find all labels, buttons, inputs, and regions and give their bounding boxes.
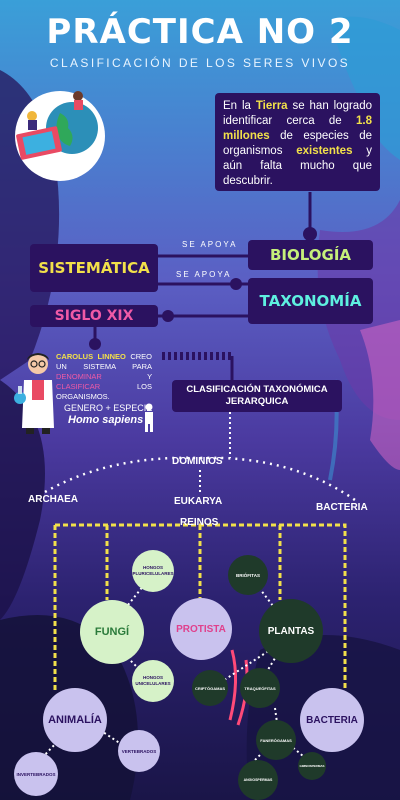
animalia-circle: ANIMALÍA: [43, 688, 107, 752]
protista-circle: PROTISTA: [170, 598, 232, 660]
linneo-clasificar: CLASIFICAR: [56, 382, 101, 391]
traqueofitas-circle: TRAQUEÓFITAS: [240, 668, 280, 708]
linneo-name: CAROLUS LINNEO: [56, 352, 126, 361]
protista-label: PROTISTA: [176, 623, 226, 635]
intro-highlight-tierra: Tierra: [255, 100, 288, 112]
fanerogamas-label: FANERÓGAMAS: [260, 737, 292, 743]
bacteria-circle: BACTERIA: [300, 688, 364, 752]
vertebrados-circle: VERTEBRADOS: [118, 730, 160, 772]
scientist-illustration: [14, 353, 54, 434]
intro-highlight-number: 1.8 millones: [223, 115, 372, 142]
siglo-xix-box: SIGLO XIX: [30, 305, 158, 327]
reinos-label: REINOS: [180, 517, 219, 528]
page-title: PRÁCTICA NO 2: [46, 12, 354, 52]
hongos-unicelulares-label: HONGOS UNICELULARES: [135, 675, 171, 686]
bacteria-domain-label: BACTERIA: [316, 502, 368, 513]
dominios-label: DOMINIOS: [172, 456, 223, 467]
homo-sapiens-label: Homo sapiens: [68, 414, 144, 426]
person-icon: [145, 403, 153, 432]
clasificacion-box: CLASIFICACIÓN TAXONÓMICA JERARQUICA: [172, 380, 342, 412]
archaea-label: ARCHAEA: [28, 494, 78, 505]
page-subtitle: CLASIFICACIÓN DE LOS SERES VIVOS: [49, 56, 351, 70]
intro-highlight-existentes: existentes: [296, 145, 353, 157]
linneo-text: CAROLUS LINNEO CREO UN SISTEMA PARA DENO…: [56, 352, 152, 402]
plantas-circle: PLANTAS: [259, 599, 323, 663]
criptogamas-label: CRIPTÓGAMAS: [195, 685, 225, 691]
gimnospermas-label: GIMNOSPERMAS: [299, 764, 325, 768]
criptogamas-circle: CRIPTÓGAMAS: [192, 670, 228, 706]
fanerogamas-circle: FANERÓGAMAS: [256, 720, 296, 760]
angiospermas-circle: ANGIOSPERMAS: [238, 760, 278, 800]
intro-text-box: En la Tierra se han logrado identificar …: [215, 93, 380, 191]
vertebrados-label: VERTEBRADOS: [121, 748, 157, 754]
linneo-text-part: CREO UN SISTEMA PARA: [56, 352, 152, 371]
invertebrados-circle: INVERTEBRADOS: [14, 752, 58, 796]
intro-text: En la: [223, 100, 256, 112]
hongos-pluricelulares-label: HONGOS PLURICELULARES: [132, 565, 174, 576]
linneo-denominar: DENOMINAR: [56, 372, 102, 381]
fungi-label: FUNGÍ: [94, 626, 130, 638]
animalia-label: ANIMALÍA: [48, 714, 102, 726]
intro-text: y aún falta mucho que descubrir.: [223, 145, 372, 187]
briofitas-label: BRIÓFITAS: [236, 572, 260, 578]
se-apoya-label-1: SE APOYA: [182, 240, 238, 249]
hongos-pluricelulares-circle: HONGOS PLURICELULARES: [132, 550, 174, 592]
linneo-text-part: Y: [101, 372, 152, 381]
biologia-box: BIOLOGÍA: [248, 240, 373, 270]
gimnospermas-circle: GIMNOSPERMAS: [298, 752, 326, 780]
globe-illustration: [15, 91, 105, 181]
intro-text: se han logrado identificar cerca de: [223, 100, 372, 127]
bacteria-kingdom-label: BACTERIA: [306, 714, 358, 726]
eukarya-label: EUKARYA: [174, 496, 223, 507]
angiospermas-label: ANGIOSPERMAS: [243, 778, 273, 782]
fungi-circle: FUNGÍ: [80, 600, 144, 664]
se-apoya-label-2: SE APOYA: [176, 270, 232, 279]
traqueofitas-label: TRAQUEÓFITAS: [244, 685, 276, 691]
intro-text: de especies de organismos: [223, 130, 372, 157]
invertebrados-label: INVERTEBRADOS: [16, 771, 56, 777]
taxonomia-box: TAXONOMÍA: [248, 278, 373, 324]
sistematica-box: SISTEMÁTICA: [30, 244, 158, 292]
linneo-text-part: LOS ORGANISMOS.: [56, 382, 152, 401]
hongos-unicelulares-circle: HONGOS UNICELULARES: [132, 660, 174, 702]
briofitas-circle: BRIÓFITAS: [228, 555, 268, 595]
plantas-label: PLANTAS: [267, 625, 315, 637]
genero-especie-label: GENERO + ESPECIE: [64, 403, 153, 413]
